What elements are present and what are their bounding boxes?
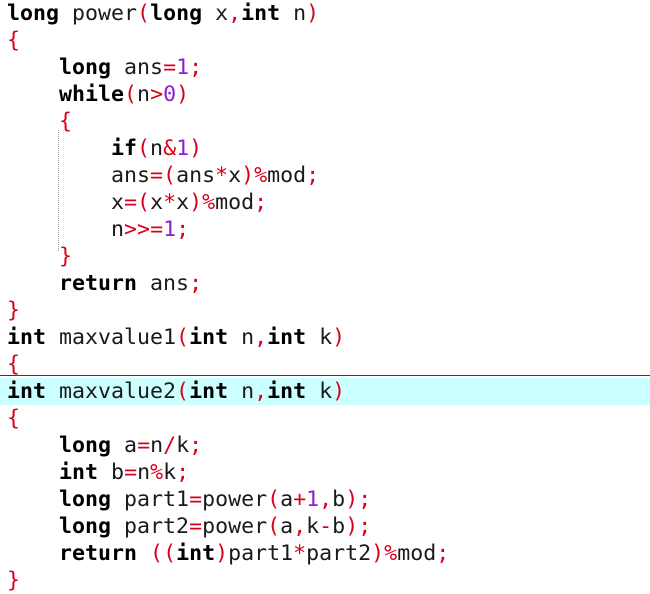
code-line[interactable]: ans=(ans*x)%mod; (0, 162, 650, 189)
code-line-text: } (7, 298, 21, 323)
code-line-text: long a=n/k; (59, 433, 203, 458)
code-line-text: if(n&1) (111, 136, 203, 161)
code-line-text: long part1=power(a+1,b); (59, 487, 372, 512)
indent-guide (58, 130, 59, 251)
code-line[interactable]: x=(x*x)%mod; (0, 189, 650, 216)
code-line-text: { (59, 109, 73, 134)
code-line[interactable]: return ((int)part1*part2)%mod; (0, 540, 650, 567)
code-line[interactable]: } (0, 567, 650, 594)
code-line[interactable]: { (0, 405, 650, 432)
code-line[interactable]: while(n>0) (0, 81, 650, 108)
code-line[interactable]: n>>=1; (0, 216, 650, 243)
code-line[interactable]: long a=n/k; (0, 432, 650, 459)
code-line[interactable]: long part1=power(a+1,b); (0, 486, 650, 513)
code-line[interactable]: int maxvalue1(int n,int k) (0, 324, 650, 351)
code-line[interactable]: int b=n%k; (0, 459, 650, 486)
current-line-border (0, 375, 650, 376)
code-line[interactable]: return ans; (0, 270, 650, 297)
code-line-text: long part2=power(a,k-b); (59, 514, 372, 539)
code-line[interactable]: long part2=power(a,k-b); (0, 513, 650, 540)
code-line[interactable]: if(n&1) (0, 135, 650, 162)
code-line-text: } (59, 244, 73, 269)
code-line-text: return ((int)part1*part2)%mod; (59, 541, 450, 566)
code-line[interactable]: long ans=1; (0, 54, 650, 81)
code-line-text: { (7, 28, 21, 53)
code-line-text: x=(x*x)%mod; (111, 190, 268, 215)
code-line[interactable]: } (0, 297, 650, 324)
code-line-text: int b=n%k; (59, 460, 190, 485)
code-line[interactable]: } (0, 243, 650, 270)
code-line-text: } (7, 568, 21, 593)
code-line[interactable]: long power(long x,int n) (0, 0, 650, 27)
code-line-text: { (7, 352, 21, 377)
code-line-text: n>>=1; (111, 217, 190, 242)
code-line-text: while(n>0) (59, 82, 190, 107)
code-line-text: ans=(ans*x)%mod; (111, 163, 320, 188)
code-line-text: long ans=1; (59, 55, 203, 80)
code-line[interactable]: { (0, 351, 650, 378)
code-line-text: { (7, 406, 21, 431)
code-line[interactable]: int maxvalue2(int n,int k) (0, 378, 650, 405)
code-line-text: long power(long x,int n) (7, 1, 320, 26)
code-line-text: return ans; (59, 271, 203, 296)
code-line[interactable]: { (0, 108, 650, 135)
code-line-text: int maxvalue1(int n,int k) (7, 325, 346, 350)
code-line[interactable]: { (0, 27, 650, 54)
code-line-text: int maxvalue2(int n,int k) (7, 379, 346, 404)
